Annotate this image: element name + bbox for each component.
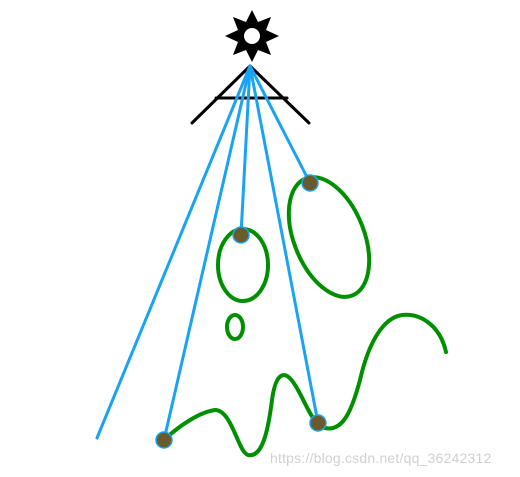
rays: [95, 64, 320, 442]
surfaces: [162, 175, 448, 458]
hit-point-ellipse-medium: [232, 226, 250, 244]
hit-points: [155, 174, 327, 449]
watermark-text: https://blog.csdn.net/qq_36242312: [270, 450, 492, 466]
ellipse-tiny: [225, 313, 245, 341]
ellipse-large: [286, 175, 372, 299]
hit-point-ellipse-large: [301, 174, 319, 192]
ray-to-ground-left: [162, 64, 252, 442]
camera-frustum-icon: [190, 64, 311, 125]
ray-miss: [95, 64, 252, 440]
hit-point-ground-left: [155, 431, 173, 449]
ray-to-ground-right: [248, 64, 320, 425]
light-source-icon: [225, 10, 279, 62]
sun-core: [244, 28, 260, 44]
ray-to-ellipse-large: [248, 64, 312, 185]
frustum-right-edge: [248, 64, 311, 125]
ground-curve: [162, 312, 448, 458]
frustum-left-edge: [190, 64, 252, 125]
hit-point-ground-right: [309, 414, 327, 432]
ray-to-ellipse-small: [239, 64, 252, 237]
